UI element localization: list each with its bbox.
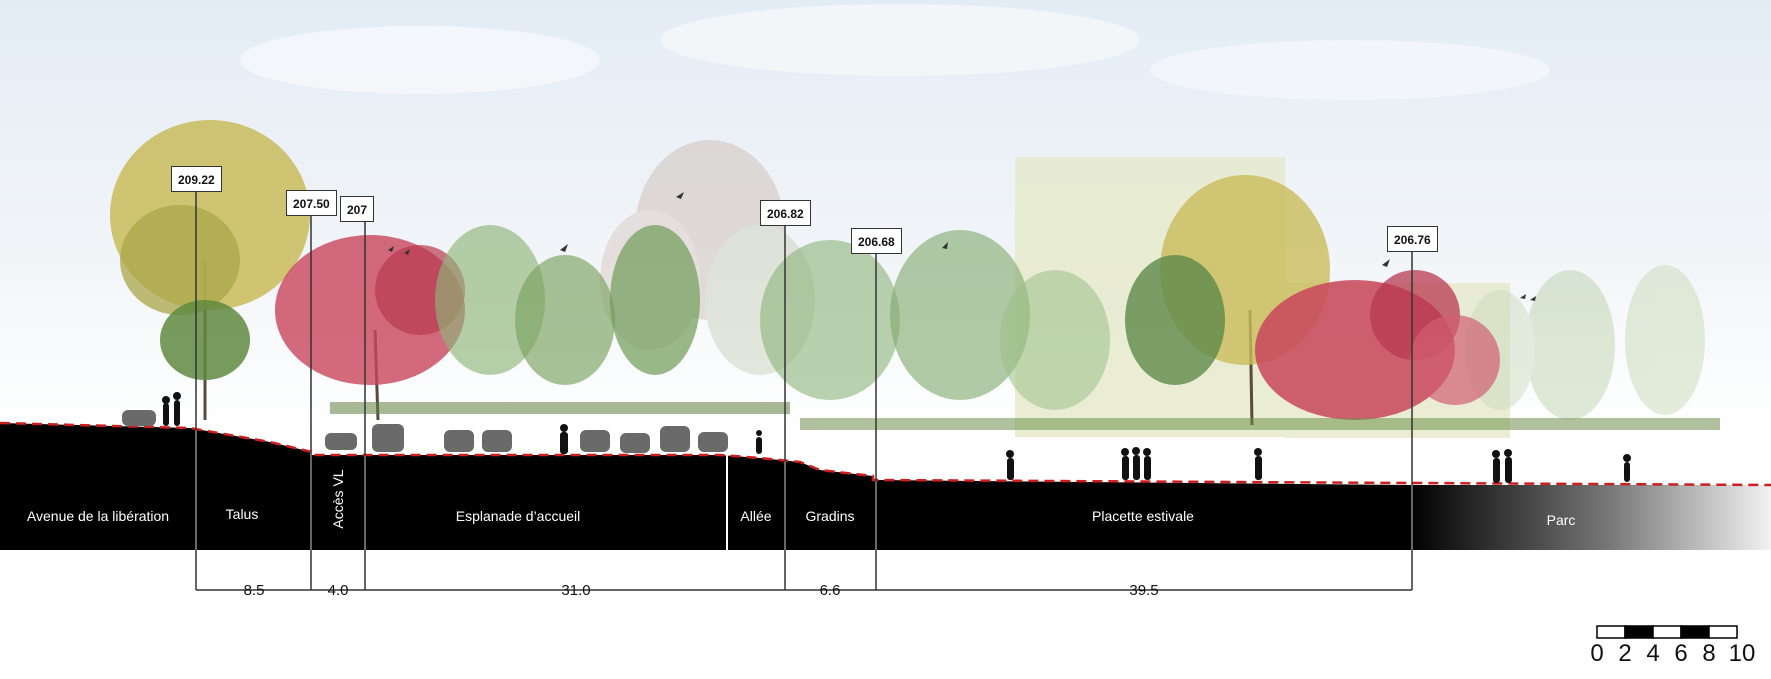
elevation-marker: 209.22 — [171, 166, 222, 192]
elevation-marker: 206.68 — [851, 228, 902, 254]
zone-label-allee: Allée — [740, 508, 772, 524]
elevation-marker: 206.76 — [1387, 226, 1438, 252]
parc-ground — [1410, 485, 1771, 550]
zone-label-esplanade: Esplanade d’accueil — [455, 508, 581, 524]
scale-label: 2 — [1618, 640, 1632, 667]
bird-icons — [388, 192, 1536, 301]
dimension-label: 39.5 — [1129, 582, 1159, 599]
cloud — [660, 4, 1140, 76]
zone-label-gradins: Gradins — [805, 508, 855, 524]
dimension-label: 8.5 — [243, 582, 265, 599]
scale-label: 8 — [1702, 640, 1716, 667]
zone-label-placette: Placette estivale — [1092, 508, 1194, 524]
dimension-label: 4.0 — [327, 582, 349, 599]
dimension-label: 6.6 — [819, 582, 841, 599]
elevation-marker: 207 — [340, 196, 375, 222]
cloud — [240, 26, 600, 94]
car-icons — [122, 410, 728, 453]
people-silhouettes — [162, 392, 1631, 483]
scale-label: 4 — [1646, 640, 1660, 667]
zone-label-parc: Parc — [1546, 512, 1576, 528]
ground-section — [0, 423, 1410, 550]
tree-canopies — [110, 120, 1720, 430]
elevation-stems — [195, 192, 1413, 590]
dimension-label: 31.0 — [561, 582, 591, 599]
elevation-marker: 206.82 — [760, 200, 811, 226]
scale-bar — [1596, 625, 1738, 639]
scale-label: 6 — [1674, 640, 1688, 667]
cloud — [1150, 40, 1550, 100]
zone-label-talus: Talus — [225, 506, 259, 522]
scale-label: 0 — [1590, 640, 1604, 667]
scale-label: 10 — [1728, 640, 1756, 667]
zone-label-acces-vl: Accès VL — [330, 469, 346, 529]
grade-line — [0, 421, 1771, 487]
zone-label-avenue: Avenue de la libération — [26, 508, 170, 524]
elevation-marker: 207.50 — [286, 190, 337, 216]
